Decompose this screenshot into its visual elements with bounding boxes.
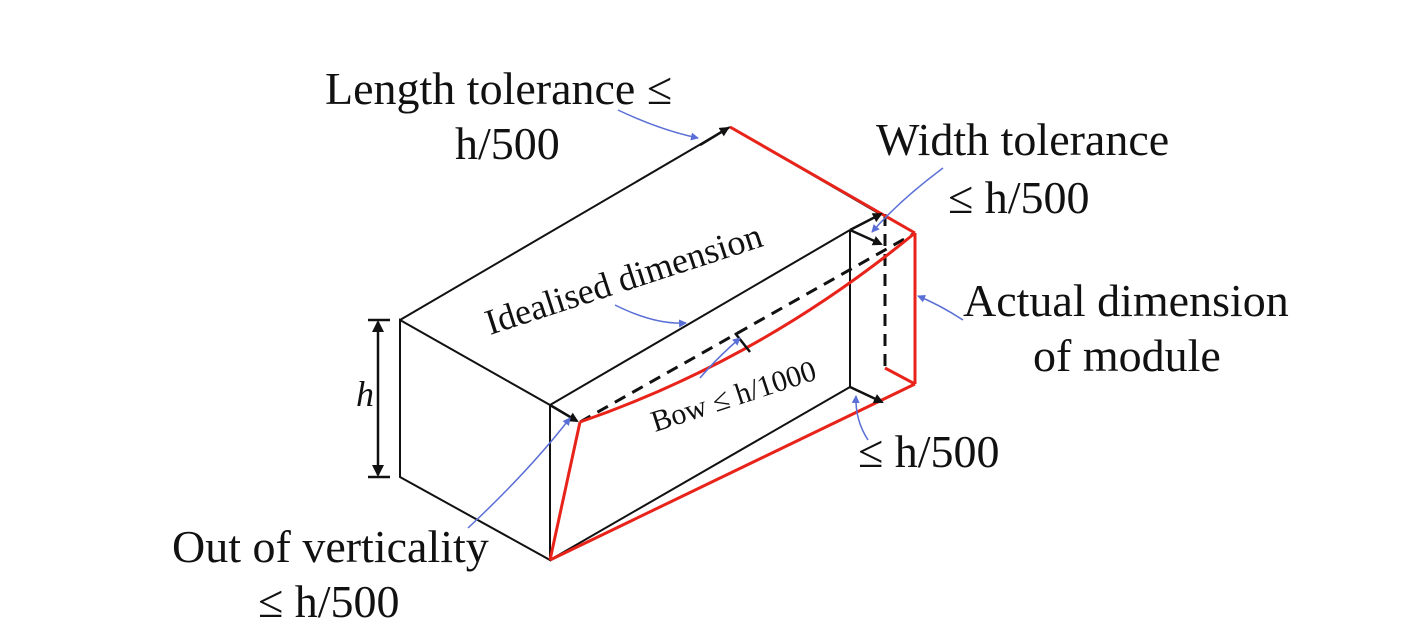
leader-width	[871, 167, 944, 233]
ideal-top-back-edge	[399, 126, 731, 321]
verticality-arrow	[549, 403, 579, 423]
width-tolerance-value: ≤ h/500	[948, 172, 1090, 223]
actual-module-outline	[548, 125, 917, 562]
bow-label: Bow ≤ h/1000	[647, 354, 820, 438]
dashed-reference-lines	[579, 214, 916, 424]
actual-bottom-right-edge	[884, 366, 916, 386]
leader-idealised	[614, 304, 687, 328]
ideal-top-front-edge	[549, 229, 851, 406]
bottom-tolerance-label: ≤ h/500	[858, 426, 1000, 477]
dimension-arrows	[368, 126, 884, 479]
idealised-box	[399, 126, 881, 562]
leader-bottom	[851, 395, 869, 441]
bow-indicator	[734, 332, 751, 353]
dashed-top-diagonal	[579, 231, 916, 424]
ideal-bottom-front-edge	[549, 386, 851, 561]
actual-top-back-edge	[729, 125, 916, 235]
labels: Length tolerance ≤ h/500 Width tolerance…	[172, 63, 1289, 627]
length-tolerance-label: Length tolerance ≤	[325, 63, 672, 114]
height-symbol: h	[356, 374, 374, 414]
actual-bottom-edge	[549, 382, 916, 562]
width-arrow-right	[849, 228, 883, 246]
out-of-verticality-value: ≤ h/500	[258, 576, 400, 627]
leader-length	[617, 109, 699, 141]
idealised-dimension-label: Idealised dimension	[480, 215, 767, 342]
width-arrow-top	[849, 212, 883, 232]
bottom-tolerance-arrow	[849, 385, 884, 404]
length-tolerance-value: h/500	[455, 118, 560, 169]
length-arrow	[699, 126, 730, 147]
width-tolerance-label: Width tolerance	[876, 114, 1169, 165]
leader-verticality	[467, 417, 571, 529]
out-of-verticality-label: Out of verticality	[172, 521, 489, 572]
leader-bow	[699, 337, 741, 379]
actual-left-vertical	[548, 421, 582, 561]
actual-dimension-label: Actual dimension	[963, 275, 1289, 326]
leader-actual	[917, 294, 964, 321]
actual-bowed-edge	[579, 231, 916, 424]
actual-dimension-label-2: of module	[1033, 330, 1221, 381]
leader-lines	[467, 109, 964, 529]
